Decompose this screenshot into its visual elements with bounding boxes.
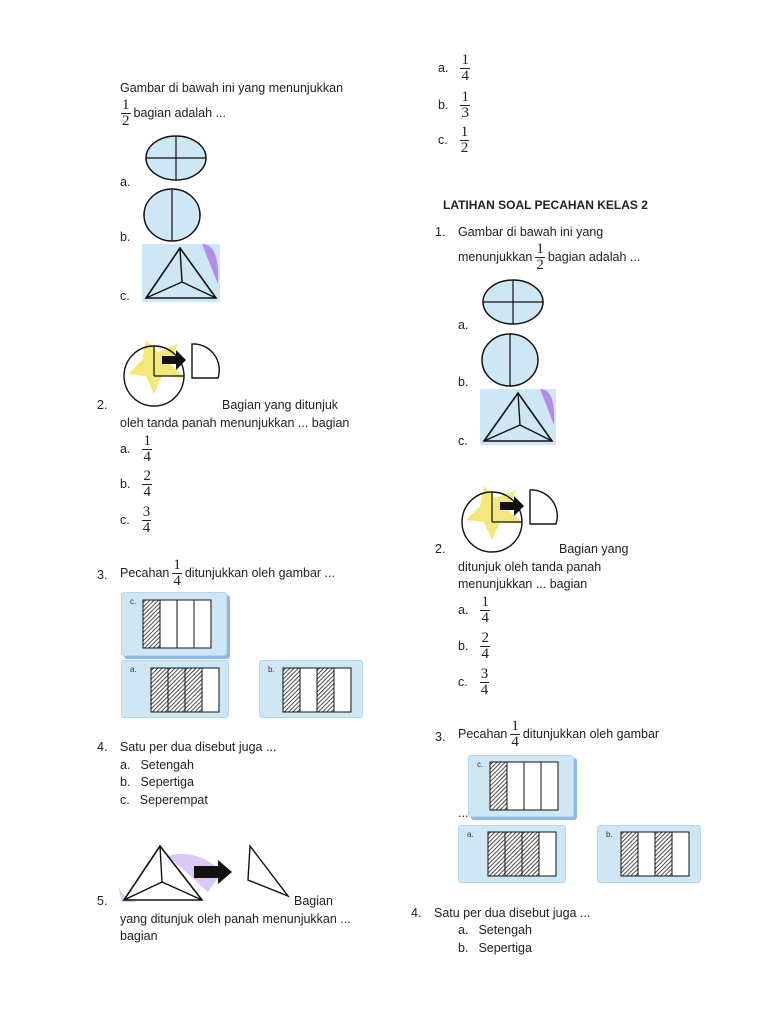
circle-arrow-image	[461, 486, 558, 553]
option: b.Sepertiga	[458, 941, 532, 955]
circle-arrow-image	[123, 340, 220, 407]
circle-halves-image	[481, 333, 539, 387]
circle-quarters-image	[482, 279, 544, 325]
question-number: 4.	[411, 906, 422, 920]
right-q2-stem-line2: ditunjuk oleh tanda panah	[458, 560, 602, 574]
option-letter: b.	[120, 230, 131, 244]
option: a.Setengah	[458, 923, 532, 937]
ellipsis: ...	[458, 806, 469, 820]
triangle-thirds-image	[142, 244, 220, 302]
question-number: 2.	[97, 398, 108, 412]
right-q2-stem-line3: menunjukkan ... bagian	[458, 577, 588, 591]
left-q5-stem-line3: bagian	[120, 929, 158, 943]
triangle-thirds-image	[480, 389, 556, 445]
question-number: 4.	[97, 740, 108, 754]
tile-b: b.	[597, 825, 701, 883]
option-letter: c.	[458, 434, 468, 448]
left-q1-stem: Gambar di bawah ini yang menunjukkan	[120, 81, 344, 95]
right-q1-stem: Gambar di bawah ini yang	[458, 225, 604, 239]
circle-halves-image	[143, 188, 201, 242]
question-number: 3.	[435, 730, 446, 744]
tile-c: c.	[468, 755, 574, 817]
tile-a: a.	[121, 660, 229, 718]
left-q4-stem: Satu per dua disebut juga ...	[120, 740, 277, 754]
option-letter: b.	[458, 375, 469, 389]
circle-quarters-image	[145, 135, 207, 181]
question-number: 1.	[435, 225, 446, 239]
right-q2-stem: Bagian yang	[559, 542, 629, 556]
right-q4-stem: Satu per dua disebut juga ...	[434, 906, 591, 920]
triangle-arrow-image	[118, 844, 291, 902]
tile-c: c.	[121, 592, 227, 656]
option-letter: a.	[458, 318, 469, 332]
question-number: 2.	[435, 542, 446, 556]
left-q5-stem-line2: yang ditunjuk oleh panah menunjukkan ...	[120, 912, 351, 926]
option-letter: c.	[120, 289, 130, 303]
option: a.Setengah	[120, 758, 194, 772]
option-letter: a.	[120, 175, 131, 189]
option: c.Seperempat	[120, 793, 208, 807]
option: b.Sepertiga	[120, 775, 194, 789]
left-q2-stem-line2: oleh tanda panah menunjukkan ... bagian	[120, 416, 350, 430]
page-title: LATIHAN SOAL PECAHAN KELAS 2	[443, 198, 648, 212]
question-number: 5.	[97, 894, 108, 908]
question-number: 3.	[97, 568, 108, 582]
left-q5-stem: Bagian	[294, 894, 333, 908]
left-q2-stem: Bagian yang ditunjuk	[222, 398, 339, 412]
tile-b: b.	[259, 660, 363, 718]
tile-a: a.	[458, 825, 566, 883]
